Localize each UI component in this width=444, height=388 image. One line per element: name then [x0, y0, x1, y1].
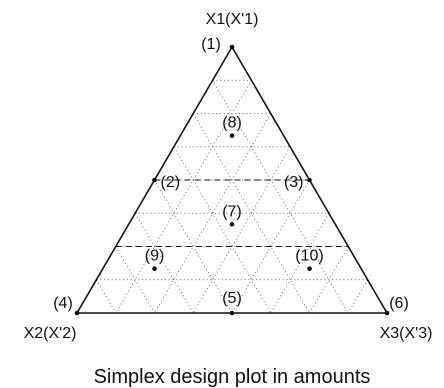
grid-line	[115, 80, 252, 314]
grid-line	[154, 113, 272, 314]
design-point-label: (2)	[161, 174, 181, 191]
design-point-label: (4)	[53, 295, 73, 312]
design-point-marker	[384, 310, 390, 316]
grid-line	[192, 146, 291, 314]
design-point-marker	[229, 310, 235, 316]
design-point-label: (8)	[222, 115, 242, 132]
design-points: (1) (2) (3) (4) (5) (6) (7) (8) (9) (10)	[53, 36, 409, 316]
design-point-marker	[152, 266, 157, 271]
design-point-marker	[229, 222, 235, 227]
grid-line	[96, 279, 117, 314]
design-point-marker	[307, 266, 312, 271]
vertex-label-x1: X1(X'1)	[206, 11, 259, 28]
grid-line	[115, 246, 155, 314]
design-point-marker	[74, 310, 80, 316]
dotted-grid	[96, 79, 368, 314]
grid-line	[270, 213, 330, 314]
design-point-marker	[229, 133, 235, 138]
design-point-label: (1)	[201, 36, 221, 53]
grid-line	[212, 80, 349, 314]
dashed-level-lines	[115, 179, 349, 247]
design-point-label: (7)	[222, 203, 242, 220]
design-point-label: (10)	[295, 248, 323, 265]
grid-line	[134, 213, 194, 314]
design-point-marker	[229, 44, 235, 50]
grid-line	[347, 279, 368, 314]
grid-line	[173, 146, 272, 314]
vertex-label-x2: X2(X'2)	[24, 325, 77, 342]
design-point-label: (3)	[284, 174, 304, 191]
design-point-label: (9)	[145, 248, 165, 265]
design-point-label: (6)	[389, 295, 409, 312]
design-point-marker	[152, 177, 157, 183]
design-point-marker	[307, 177, 312, 183]
diagram-caption: Simplex design plot in amounts	[94, 366, 371, 388]
design-point-label: (5)	[222, 290, 242, 307]
grid-line	[154, 179, 233, 314]
vertex-label-x3: X3(X'3)	[380, 325, 433, 342]
grid-line	[309, 246, 349, 314]
